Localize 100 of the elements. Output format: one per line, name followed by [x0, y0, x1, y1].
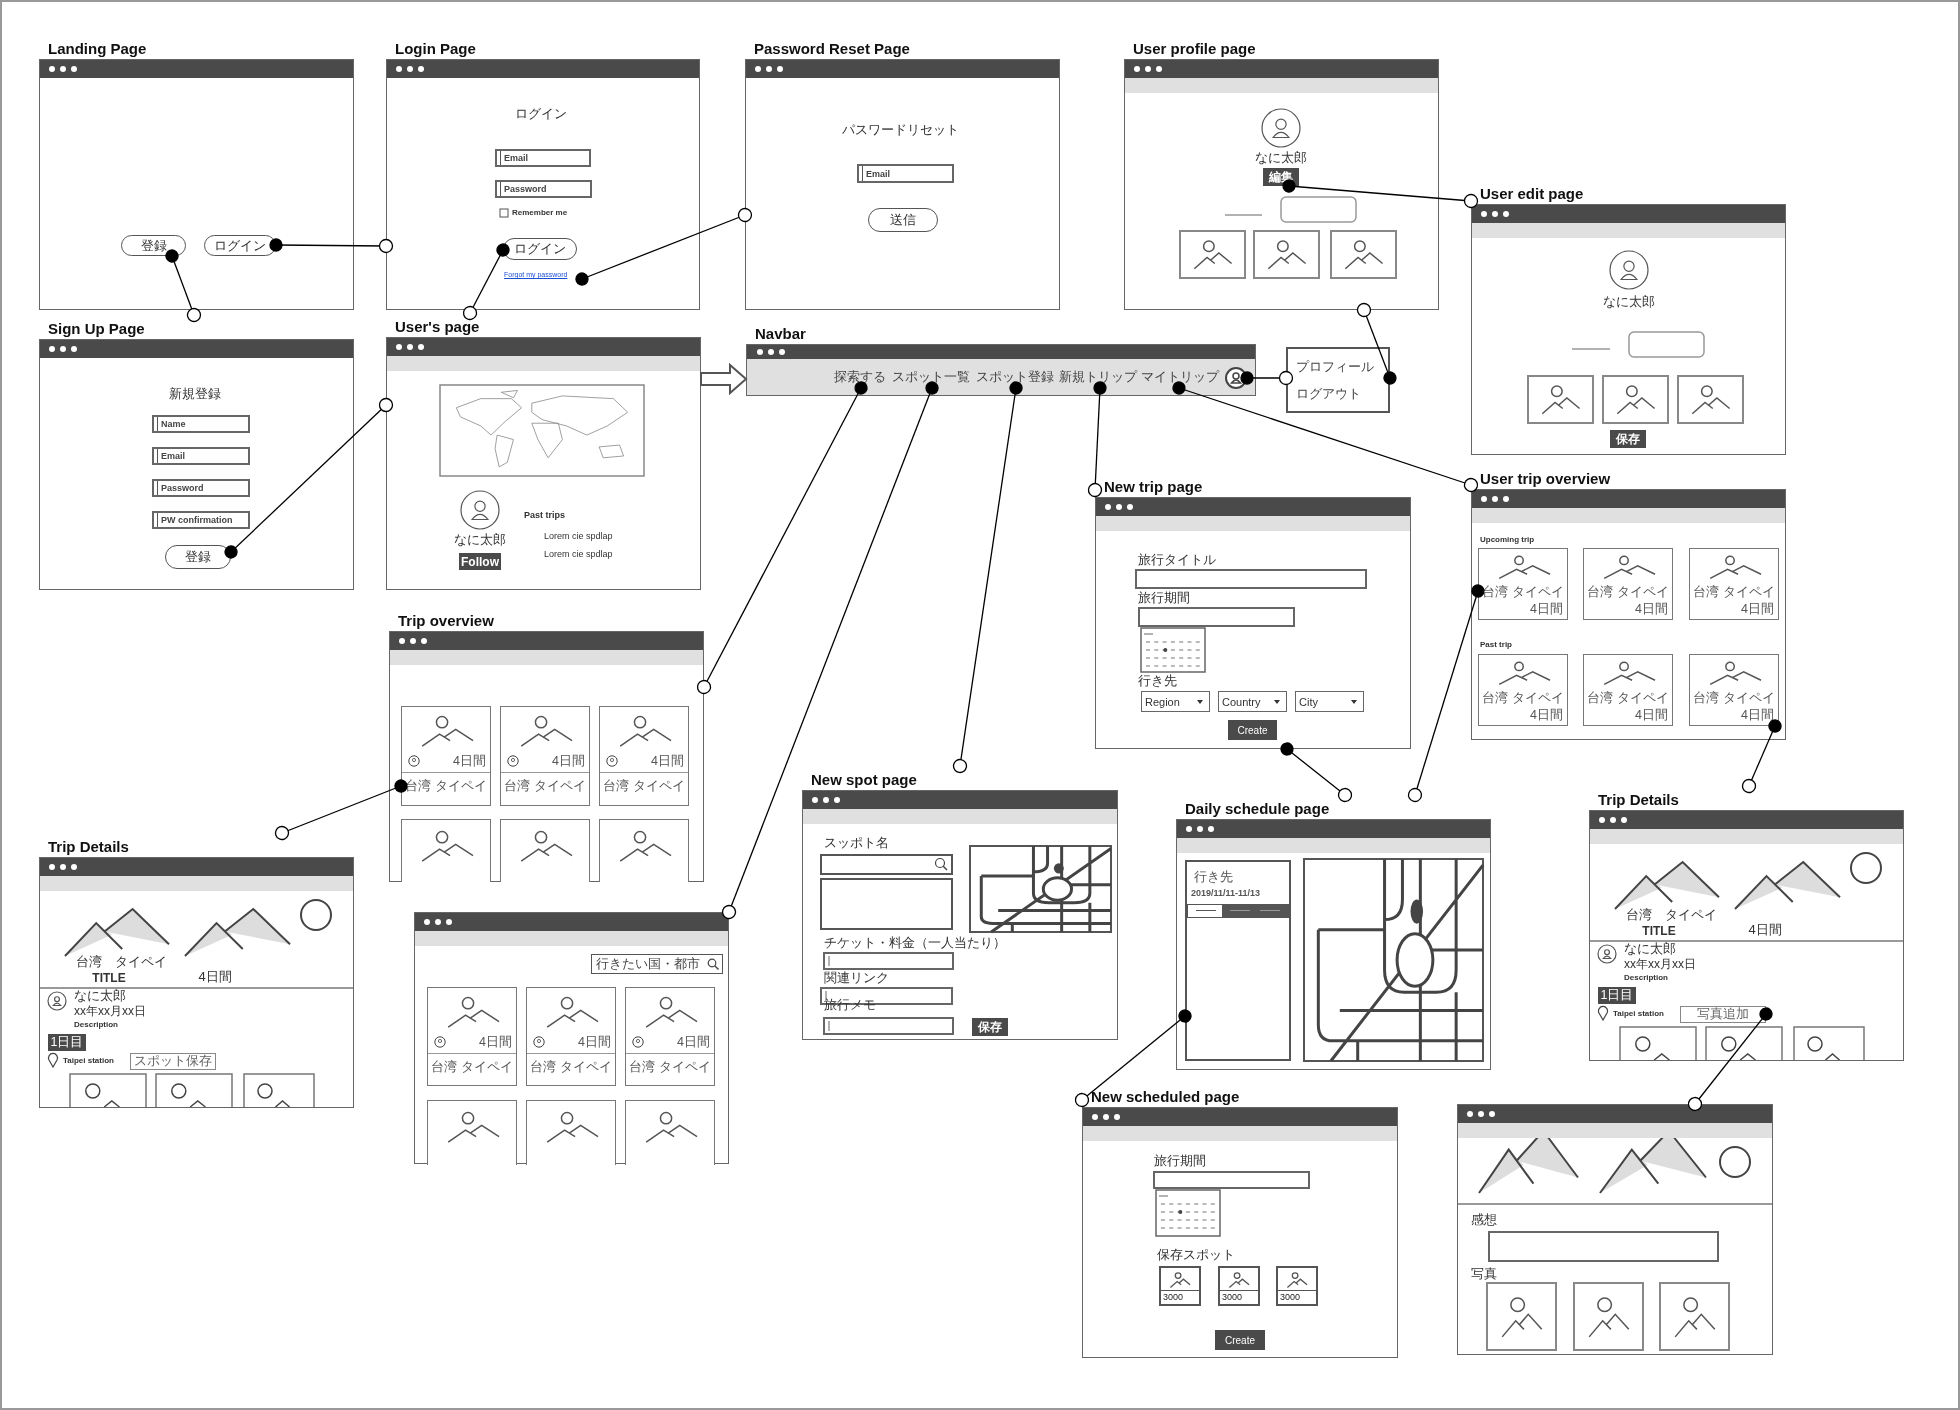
card-caption: タイペイ — [1723, 585, 1775, 599]
nav-link: 探索する — [832, 366, 888, 388]
trip-title: TITLE — [1642, 924, 1676, 938]
card-caption: タイペイ — [534, 779, 586, 793]
page-title: Sign Up Page — [47, 319, 145, 339]
card-caption: タイペイ — [560, 1060, 612, 1074]
dark-button: 保存 — [1610, 430, 1646, 448]
date-range: 2019/11/11-11/13 — [1191, 888, 1261, 898]
connector — [696, 381, 868, 695]
trip-card — [500, 706, 590, 806]
card-caption: タイペイ — [633, 779, 685, 793]
page-title: Trip overview — [397, 611, 494, 631]
card-caption: 4日間 — [1635, 602, 1668, 616]
connector — [1741, 719, 1782, 794]
nav-link: スポット一覧 — [891, 366, 971, 388]
pill-button: 登録 — [121, 235, 186, 256]
field-label: 旅行期間 — [1138, 590, 1190, 606]
small-button: 写真追加 — [1680, 1006, 1766, 1023]
price-label: 3000 — [1278, 1290, 1316, 1304]
card-caption: 4日間 — [1530, 708, 1563, 722]
page-title: User profile page — [1132, 39, 1256, 59]
card-caption: 4日間 — [677, 1035, 710, 1049]
page-title: Landing Page — [47, 39, 147, 59]
dropdown-menu: プロフィール ログアウト — [1286, 347, 1390, 413]
field-label: 写真 — [1471, 1266, 1497, 1282]
field-label: スッポト名 — [824, 835, 889, 851]
trip-duration: 4日間 — [1748, 922, 1782, 938]
card-caption: 台湾 — [405, 779, 431, 793]
card-caption: 台湾 — [1693, 585, 1719, 599]
trip-card — [401, 819, 491, 882]
connector — [274, 779, 408, 841]
user-name: なに太郎 — [74, 988, 126, 1004]
card-caption: 台湾 — [504, 779, 530, 793]
trip-card — [500, 819, 590, 882]
trip-title: TITLE — [92, 971, 126, 985]
card-caption: タイペイ — [435, 779, 487, 793]
connector — [952, 381, 1023, 774]
connector — [1240, 370, 1294, 386]
card-caption: 4日間 — [578, 1035, 611, 1049]
connector — [269, 238, 394, 254]
trip-card — [599, 819, 689, 882]
day-badge: 1日目 — [1598, 987, 1636, 1004]
card-caption: 台湾 — [530, 1060, 556, 1074]
card-caption: 台湾 — [1482, 585, 1508, 599]
connector — [224, 397, 394, 559]
card-caption: 台湾 — [1482, 691, 1508, 705]
browser-window — [1457, 1104, 1773, 1355]
field-label: 旅行タイトル — [1138, 552, 1216, 568]
connector — [1356, 302, 1397, 385]
connector — [575, 207, 753, 286]
input-field: Email — [857, 164, 954, 183]
dark-button: Follow — [459, 553, 501, 570]
dark-button: Create — [1215, 1330, 1265, 1350]
spot-card — [1218, 1266, 1260, 1306]
dropdown-select: Region — [1141, 691, 1210, 712]
card-caption: 4日間 — [1635, 708, 1668, 722]
card-caption: 4日間 — [453, 754, 486, 768]
card-caption: 4日間 — [552, 754, 585, 768]
page-title: User edit page — [1479, 184, 1584, 204]
input-field: Password — [495, 180, 592, 198]
connector — [462, 243, 510, 321]
card-caption: 台湾 — [629, 1060, 655, 1074]
connector — [1087, 381, 1107, 498]
card-caption: タイペイ — [1512, 691, 1564, 705]
user-name: なに太郎 — [1603, 294, 1655, 310]
page-title: User's page — [394, 317, 480, 337]
dropdown-select: City — [1295, 691, 1364, 712]
trip-card — [625, 1100, 715, 1165]
post-date: xx年xx月xx日 — [1624, 957, 1696, 971]
block-arrow — [700, 362, 748, 396]
list-item: Lorem cie spdlap — [544, 548, 613, 560]
destination-label: 行き先 — [1194, 868, 1233, 886]
spot-card — [1276, 1266, 1318, 1306]
page-title: User trip overview — [1479, 469, 1611, 489]
card-caption: 台湾 — [603, 779, 629, 793]
description-label: Description — [1624, 973, 1668, 983]
connector — [165, 249, 202, 323]
dark-button: Create — [1228, 720, 1277, 740]
pill-button: ログイン — [503, 238, 577, 260]
connector — [1407, 584, 1485, 803]
dark-button: 保存 — [972, 1018, 1008, 1036]
trip-card — [1478, 548, 1568, 620]
small-button: スポット保存 — [130, 1053, 216, 1070]
card-caption: タイペイ — [659, 1060, 711, 1074]
spot-name: Taipei station — [1613, 1009, 1664, 1019]
trip-location: 台湾 タイペイ — [1625, 907, 1717, 923]
card-caption: 4日間 — [1741, 708, 1774, 722]
input-field: Email — [152, 447, 250, 465]
card-caption: 台湾 — [1587, 585, 1613, 599]
card-caption: 4日間 — [651, 754, 684, 768]
input-field: Email — [495, 149, 591, 167]
connector — [1687, 1007, 1773, 1112]
search-field — [591, 954, 723, 974]
trip-card — [625, 987, 715, 1086]
connector — [1282, 179, 1479, 209]
trip-card — [526, 987, 616, 1086]
spot-name: Taipei station — [63, 1056, 114, 1066]
card-caption: 台湾 — [1693, 691, 1719, 705]
list-item: Lorem cie spdlap — [544, 530, 613, 542]
page-title: Trip Details — [47, 837, 129, 857]
